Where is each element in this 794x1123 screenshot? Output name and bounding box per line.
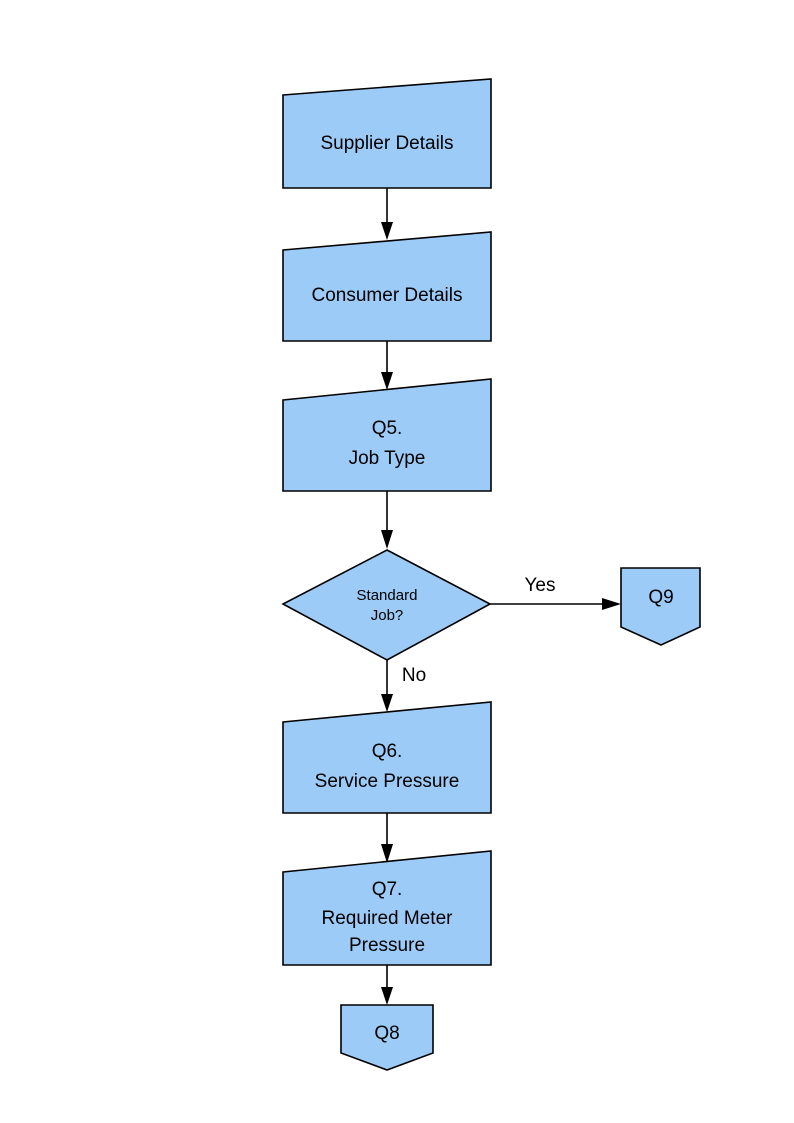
edge-q5-to-decision [381,491,393,549]
q8-shape[interactable] [340,1004,434,1071]
node-q9[interactable]: Q9 [620,567,701,646]
node-q7-required-meter-pressure[interactable]: Q7. Required Meter Pressure [282,850,492,966]
q9-label: Q9 [648,587,673,608]
q8-label: Q8 [374,1023,399,1044]
node-standard-job-decision[interactable]: Standard Job? [281,549,492,661]
q7-required-meter-pressure-shape[interactable] [282,850,492,966]
arrow-head-5 [381,694,393,712]
edge-decision-yes-to-q9: Yes [490,575,621,610]
arrow-head-3 [381,530,393,549]
q6-service-pressure-label-line2: Service Pressure [315,771,460,792]
q7-label-line3: Pressure [349,935,425,956]
arrow-head-2 [381,372,393,390]
q5-job-type-label-line1: Q5. [372,418,403,439]
supplier-details-label: Supplier Details [320,133,453,154]
q5-job-type-label-line2: Job Type [349,448,426,469]
edge-supplier-to-consumer [381,188,393,240]
edge-q6-to-q7 [381,813,393,863]
q7-label-line1: Q7. [372,879,403,900]
node-supplier-details[interactable]: Supplier Details [282,78,492,189]
supplier-details-shape[interactable] [282,78,492,189]
q7-label-line2: Required Meter [322,908,454,929]
arrow-head-7 [381,987,393,1005]
node-q6-service-pressure[interactable]: Q6. Service Pressure [282,701,492,814]
node-q8[interactable]: Q8 [340,1004,434,1071]
edge-label-yes: Yes [525,575,556,596]
node-consumer-details[interactable]: Consumer Details [282,231,492,342]
arrow-head-4 [602,598,621,610]
q6-service-pressure-label-line1: Q6. [372,741,403,762]
consumer-details-label: Consumer Details [312,285,463,306]
consumer-details-shape[interactable] [282,231,492,342]
standard-job-decision-label-line1: Standard [357,587,418,604]
edge-q7-to-q8 [381,965,393,1005]
standard-job-decision-label-line2: Job? [371,607,404,624]
q9-shape[interactable] [620,567,701,646]
arrow-head-6 [381,844,393,863]
q5-job-type-shape[interactable] [282,378,492,492]
edge-label-no: No [402,665,426,686]
node-q5-job-type[interactable]: Q5. Job Type [282,378,492,492]
q6-service-pressure-shape[interactable] [282,701,492,814]
standard-job-decision-shape[interactable] [281,549,492,661]
edge-consumer-to-q5 [381,341,393,390]
edge-decision-no-to-q6: No [381,660,426,712]
arrow-head-1 [381,222,393,240]
